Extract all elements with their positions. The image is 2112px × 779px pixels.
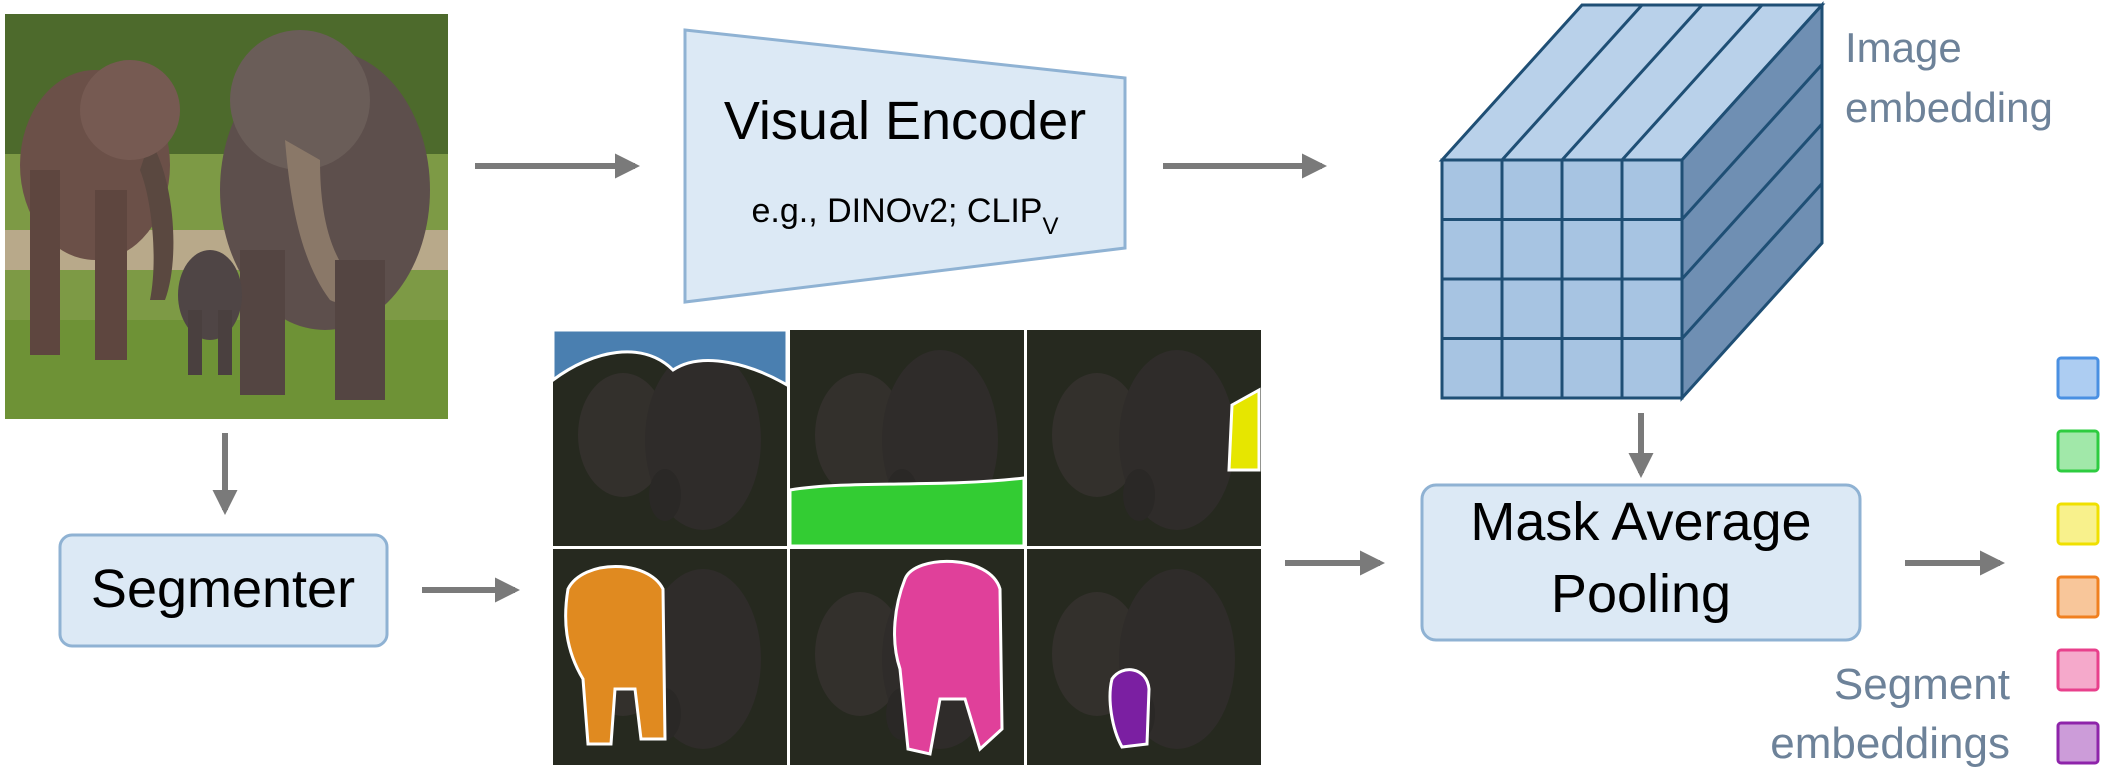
visual-encoder-block: Visual Encoder e.g., DINOv2; CLIPV — [683, 28, 1127, 304]
cube-cell — [1560, 337, 1624, 400]
visual-encoder-title: Visual Encoder — [724, 91, 1086, 151]
segment-embeddings-label-line2: embeddings — [1770, 719, 2010, 768]
segment-embeddings-column — [2056, 356, 2100, 765]
segment-embedding-square — [2056, 429, 2100, 473]
image-embedding-cube — [1438, 1, 1826, 402]
mask-average-pooling-block: Mask Average Pooling — [1420, 483, 1862, 642]
cube-cell — [1560, 277, 1624, 340]
mask-cell-6 — [1027, 549, 1261, 765]
mask-sky — [551, 328, 789, 388]
cube-cell — [1620, 218, 1684, 281]
cube-cell — [1620, 277, 1684, 340]
cube-cell — [1500, 158, 1564, 221]
pooling-label-line2: Pooling — [1551, 564, 1731, 624]
mask-cell-2 — [788, 330, 1026, 548]
visual-encoder-subtitle: e.g., DINOv2; CLIPV — [751, 192, 1058, 240]
mask-ground — [788, 476, 1026, 548]
cube-cell — [1440, 277, 1504, 340]
segment-embedding-square — [2056, 575, 2100, 619]
cube-cell — [1560, 158, 1624, 221]
pooling-box — [1420, 483, 1862, 642]
segmenter-label: Segmenter — [91, 559, 355, 619]
cube-cell — [1500, 277, 1564, 340]
cube-cell — [1440, 158, 1504, 221]
segment-embedding-square — [2056, 502, 2100, 546]
image-embedding-label-line2: embedding — [1845, 84, 2053, 131]
mask-big-elephant — [893, 559, 1004, 756]
cube-cell — [1560, 218, 1624, 281]
cube-cell — [1440, 218, 1504, 281]
segment-embeddings-label-line1: Segment — [1834, 660, 2010, 709]
visual-encoder-trapezoid — [683, 28, 1127, 304]
input-elephant-photo — [5, 14, 448, 419]
mask-cell-1 — [551, 328, 789, 546]
mask-cell-3 — [1027, 330, 1261, 546]
segment-embedding-square — [2056, 648, 2100, 692]
cube-cell — [1620, 337, 1684, 400]
segment-embedding-square — [2056, 721, 2100, 765]
segmentation-masks-grid — [550, 327, 1262, 765]
mask-background-object — [1227, 387, 1261, 472]
mask-left-elephant — [564, 565, 667, 746]
pooling-label-line1: Mask Average — [1470, 492, 1811, 552]
segmenter-block: Segmenter — [58, 533, 389, 648]
cube-cell — [1620, 158, 1684, 221]
cube-cell — [1440, 337, 1504, 400]
cube-cell — [1500, 337, 1564, 400]
mask-calf — [1108, 668, 1151, 749]
segmenter-box — [58, 533, 389, 648]
arrows — [212, 153, 2006, 603]
mask-cell-5 — [790, 549, 1024, 765]
cube-cell — [1500, 218, 1564, 281]
mask-cell-4 — [553, 549, 787, 765]
image-embedding-label-line1: Image — [1845, 24, 1962, 71]
segment-embedding-square — [2056, 356, 2100, 400]
